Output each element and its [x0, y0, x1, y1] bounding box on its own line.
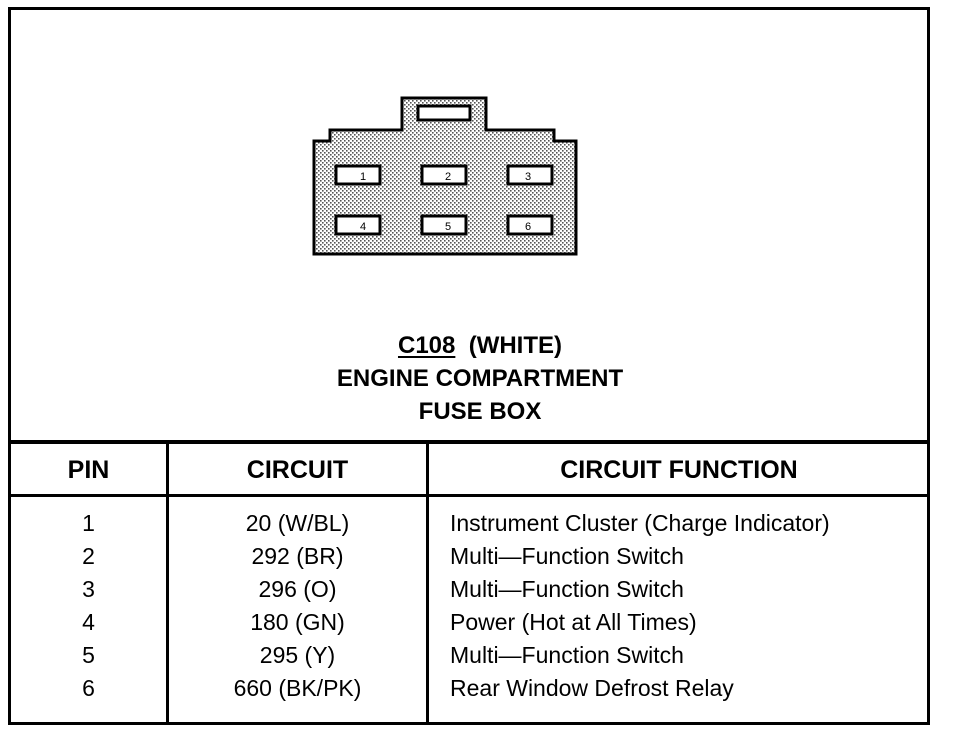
pin-cell: 3 [82, 576, 95, 602]
function-cell: Power (Hot at All Times) [450, 609, 697, 635]
cavity-label-3: 3 [525, 171, 531, 183]
cavity-2: 2 [420, 164, 468, 186]
pin-cell: 6 [82, 675, 95, 701]
column-divider-2 [426, 440, 429, 725]
cavity-6: 6 [506, 214, 554, 236]
circuit-cell: 660 (BK/PK) [233, 675, 362, 701]
pin-cell: 5 [82, 642, 95, 668]
cavity-label-2: 2 [445, 171, 451, 183]
column-divider-1 [166, 440, 169, 725]
function-cell: Rear Window Defrost Relay [450, 675, 734, 701]
cavity-1: 1 [334, 164, 382, 186]
table-header-rule [8, 494, 930, 497]
connector-title: C108 (WHITE) [0, 332, 960, 360]
table-row: 5 295 (Y) Multi—Function Switch [0, 642, 960, 675]
cavity-5: 5 [420, 214, 468, 236]
locking-tab-inner [416, 104, 472, 122]
connector-code: C108 [397, 332, 456, 359]
table-row: 6 660 (BK/PK) Rear Window Defrost Relay [0, 675, 960, 708]
function-cell: Multi—Function Switch [450, 642, 684, 668]
circuit-cell: 295 (Y) [259, 642, 336, 668]
table-row: 1 20 (W/BL) Instrument Cluster (Charge I… [0, 510, 960, 543]
cavity-label-5: 5 [445, 221, 451, 233]
connector-location-line1: ENGINE COMPARTMENT [336, 365, 624, 392]
pin-cell: 4 [82, 609, 95, 635]
cavity-label-4: 4 [360, 221, 366, 233]
cavity-label-1: 1 [360, 171, 366, 183]
table-top-rule [8, 440, 930, 444]
connector-color: (WHITE) [468, 332, 563, 359]
function-cell: Multi—Function Switch [450, 543, 684, 569]
table-row: 2 292 (BR) Multi—Function Switch [0, 543, 960, 576]
diagram-frame [8, 7, 930, 725]
circuit-cell: 296 (O) [258, 576, 337, 602]
header-circuit: CIRCUIT [246, 456, 349, 484]
cavity-3: 3 [506, 164, 554, 186]
header-pin: PIN [67, 456, 110, 484]
pin-cell: 2 [82, 543, 95, 569]
table-row: 3 296 (O) Multi—Function Switch [0, 576, 960, 609]
cavity-4: 4 [334, 214, 382, 236]
connector-face-drawing: 1 2 3 4 5 6 [312, 96, 578, 256]
circuit-cell: 180 (GN) [250, 609, 345, 635]
table-row: 4 180 (GN) Power (Hot at All Times) [0, 609, 960, 642]
function-cell: Multi—Function Switch [450, 576, 684, 602]
connector-location-line2: FUSE BOX [418, 398, 542, 425]
pin-table-body: 1 20 (W/BL) Instrument Cluster (Charge I… [0, 510, 960, 708]
header-circuit-function: CIRCUIT FUNCTION [560, 456, 798, 484]
pin-cell: 1 [82, 510, 95, 536]
circuit-cell: 292 (BR) [251, 543, 344, 569]
function-cell: Instrument Cluster (Charge Indicator) [450, 510, 830, 536]
cavity-label-6: 6 [525, 221, 531, 233]
circuit-cell: 20 (W/BL) [245, 510, 350, 536]
